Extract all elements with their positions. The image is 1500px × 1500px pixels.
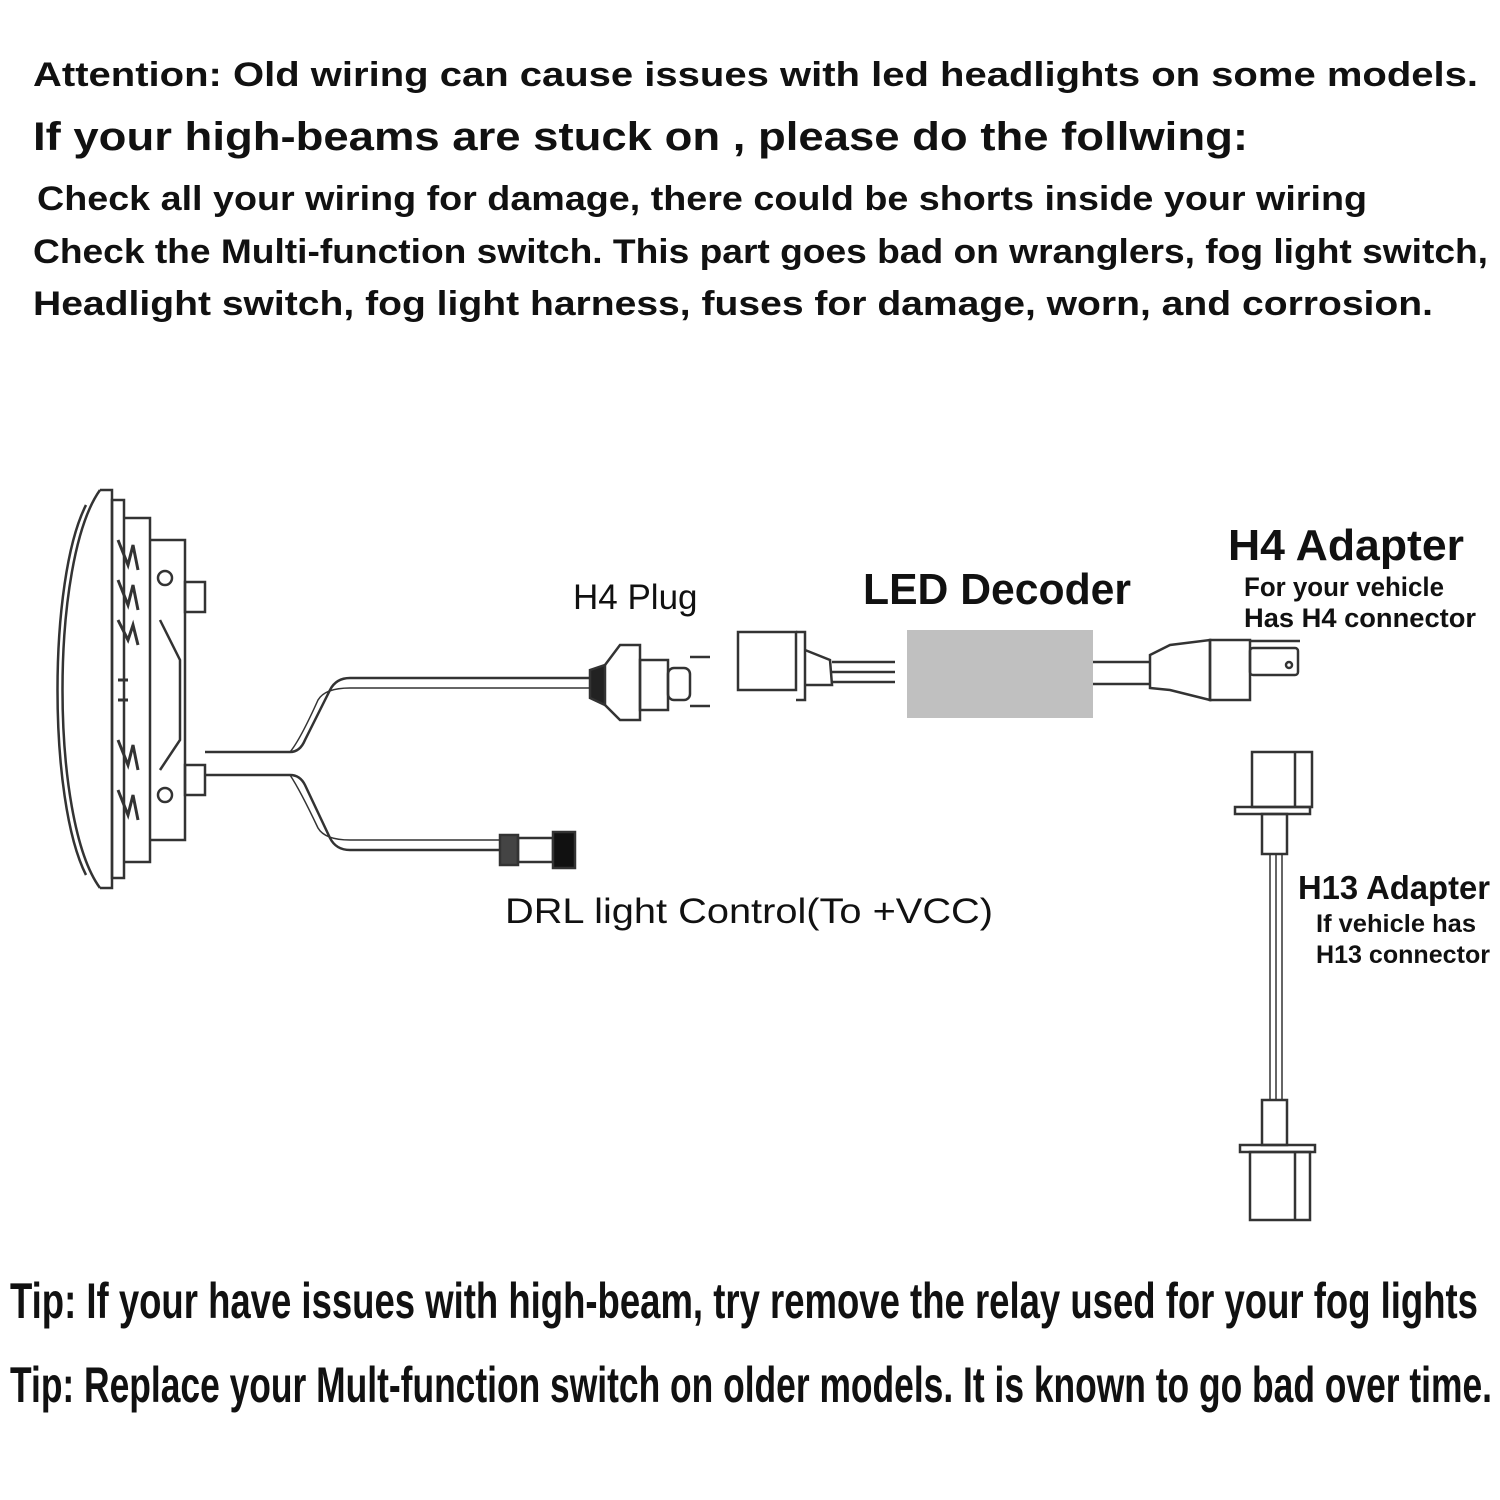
h13-adapter-title: H13 Adapter	[1298, 869, 1490, 906]
drl-connector-icon	[498, 830, 577, 870]
tip-1: Tip: If your have issues with high-beam,…	[10, 1273, 1478, 1329]
tip-2: Tip: Replace your Mult-function switch o…	[10, 1357, 1492, 1413]
headlight-icon	[56, 488, 207, 890]
attention-text: Attention: Old wiring can cause issues w…	[33, 56, 1478, 94]
step-2: Check the Multi-function switch. This pa…	[33, 233, 1488, 271]
h4-adapter-line1: For your vehicle	[1244, 572, 1444, 602]
drl-control-label: DRL light Control(To +VCC)	[505, 892, 993, 931]
led-decoder-label: LED Decoder	[863, 565, 1131, 614]
h4-plug-label: H4 Plug	[573, 578, 698, 617]
h13-adapter-line2: H13 connector	[1316, 941, 1490, 969]
h13-adapter-icon	[1233, 750, 1317, 1222]
led-decoder-box	[907, 630, 1093, 718]
wire-harness	[205, 676, 590, 852]
led-decoder-assembly	[736, 630, 1300, 718]
h13-adapter-line1: If vehicle has	[1316, 910, 1476, 938]
h4-adapter-line2: Has H4 connector	[1244, 603, 1476, 633]
h4-adapter-title: H4 Adapter	[1228, 521, 1464, 570]
step-1: Check all your wiring for damage, there …	[37, 180, 1367, 218]
step-3: Headlight switch, fog light harness, fus…	[33, 285, 1433, 323]
stuck-on-heading: If your high-beams are stuck on , please…	[33, 115, 1248, 159]
h4-plug-icon	[588, 643, 710, 722]
